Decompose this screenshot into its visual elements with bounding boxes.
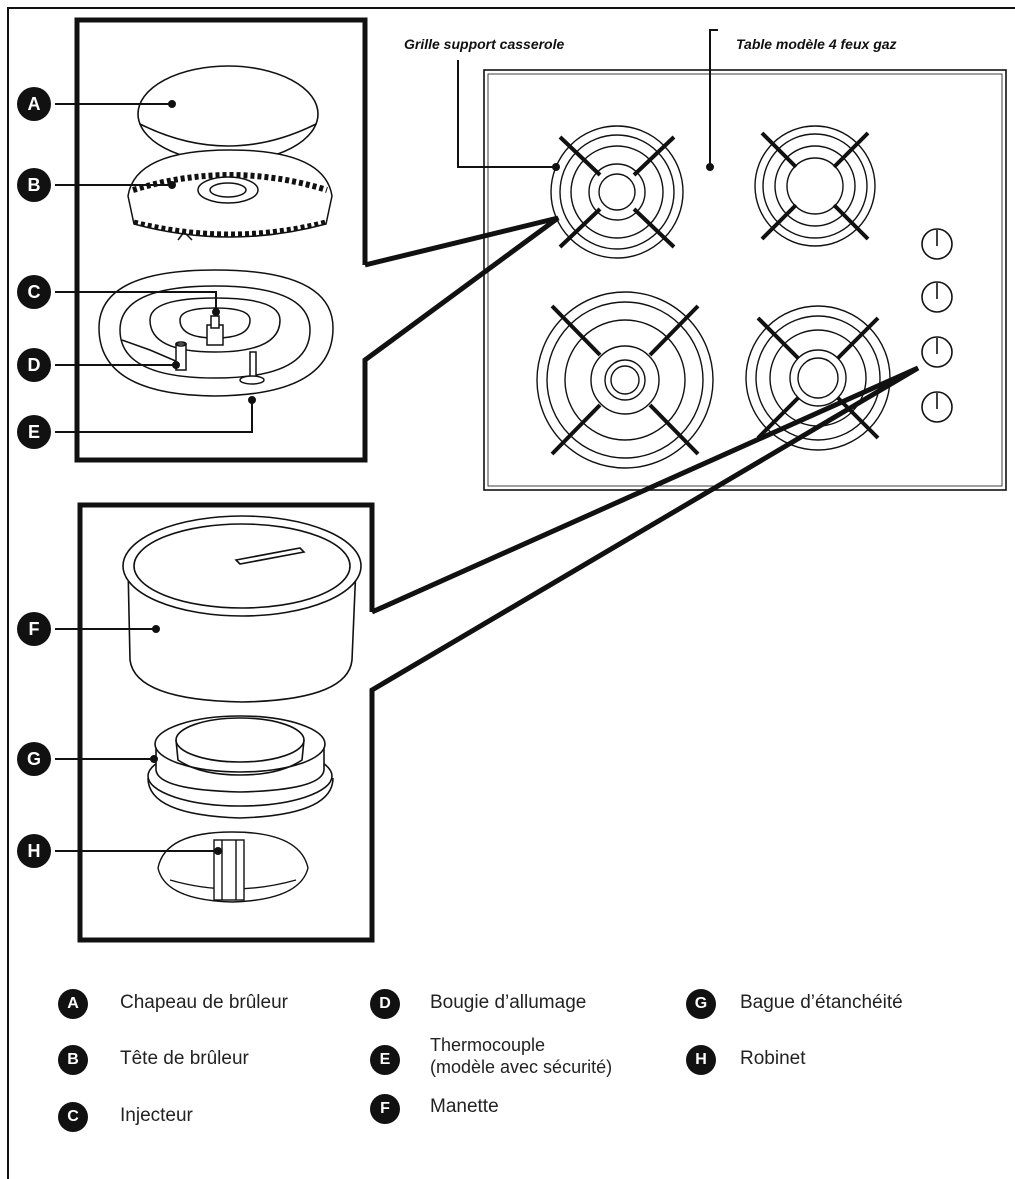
tap-valve — [157, 831, 309, 903]
legend-label-e-line2: (modèle avec sécurité) — [430, 1057, 613, 1077]
burner-head — [127, 149, 333, 241]
hob-burner-bottom-right — [745, 305, 891, 451]
hob-caption: Table modèle 4 feux gaz — [736, 36, 897, 52]
hob-knobs — [921, 228, 953, 423]
knob-zoom-frame — [77, 365, 920, 943]
callout-h: H — [17, 834, 51, 868]
callout-c: C — [17, 275, 51, 309]
hob-burner-top-right — [754, 125, 876, 247]
legend-label-e: Thermocouple (modèle avec sécurité) — [430, 1034, 612, 1078]
legend-label-c: Injecteur — [120, 1105, 193, 1126]
legend-badge-d: D — [370, 989, 400, 1019]
legend-label-d: Bougie d’allumage — [430, 992, 587, 1013]
seal-ring — [147, 715, 334, 819]
caption-leaders — [457, 29, 718, 171]
callout-a: A — [17, 87, 51, 121]
legend-label-b: Tête de brûleur — [120, 1048, 249, 1069]
legend-label-a: Chapeau de brûleur — [120, 992, 288, 1013]
callout-g: G — [17, 742, 51, 776]
legend-badge-f: F — [370, 1094, 400, 1124]
hob-surface — [483, 69, 1007, 491]
callout-d: D — [17, 348, 51, 382]
callout-f: F — [17, 612, 51, 646]
burner-cap — [137, 65, 319, 163]
hob-burner-top-left — [550, 125, 684, 259]
callout-leaders — [55, 100, 256, 855]
legend-badge-a: A — [58, 989, 88, 1019]
callout-e: E — [17, 415, 51, 449]
hob-burner-bottom-left — [536, 291, 714, 469]
knob-cap — [122, 515, 362, 703]
legend-badge-g: G — [686, 989, 716, 1019]
burner-zoom-frame — [74, 17, 560, 463]
legend-badge-b: B — [58, 1045, 88, 1075]
grate-caption: Grille support casserole — [404, 36, 565, 52]
burner-base — [98, 269, 334, 397]
legend-label-e-line1: Thermocouple — [430, 1035, 546, 1055]
legend-badge-h: H — [686, 1045, 716, 1075]
legend-badge-e: E — [370, 1045, 400, 1075]
legend-badge-c: C — [58, 1102, 88, 1132]
callout-b: B — [17, 168, 51, 202]
legend-label-g: Bague d’étanchéité — [740, 992, 903, 1013]
outer-frame — [7, 7, 1015, 1179]
legend-label-h: Robinet — [740, 1048, 806, 1069]
legend-label-f: Manette — [430, 1096, 499, 1117]
